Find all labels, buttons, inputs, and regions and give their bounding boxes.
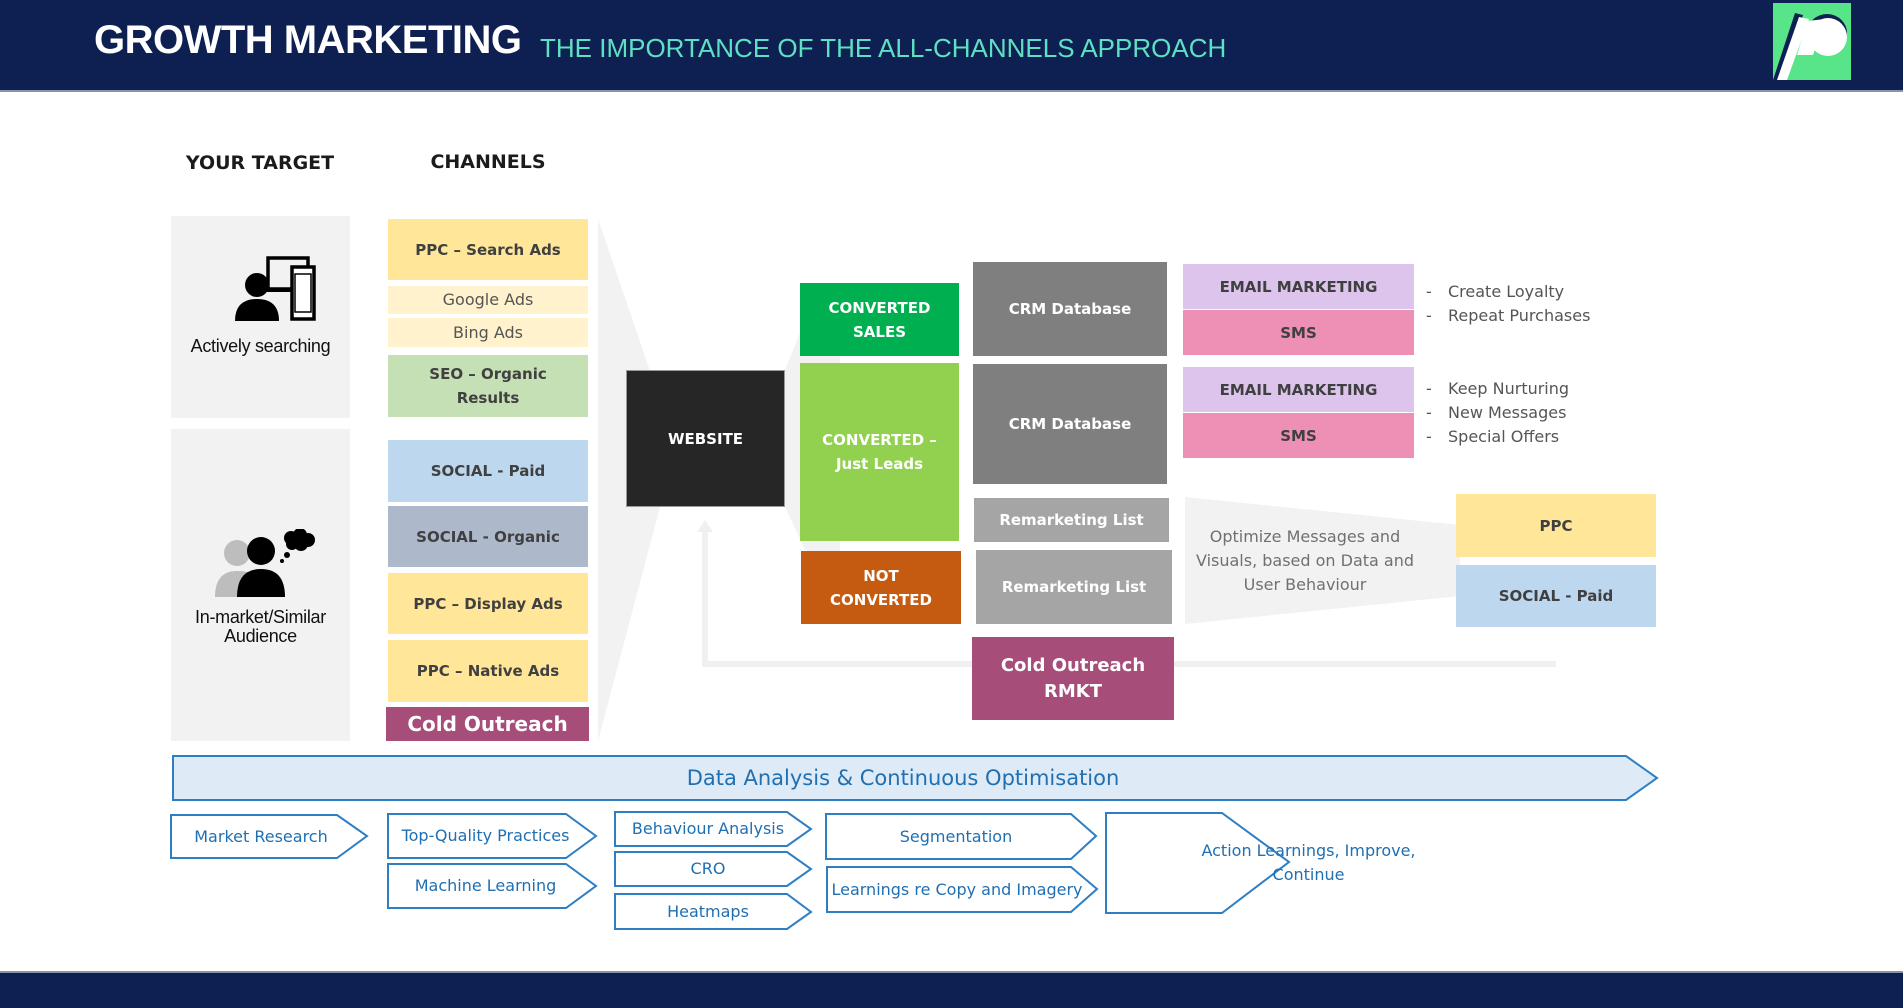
channels-heading: CHANNELS [430,151,546,173]
step-action-label: Action Learnings, Improve, Continue [1201,841,1416,884]
retarget-ppc: PPC [1456,494,1656,557]
step-label: CRO [690,859,726,878]
feedback-arrowhead [697,520,713,532]
retarget-label: PPC [1539,516,1573,535]
channel-label: PPC – Search Ads [415,240,561,259]
step-top-quality [387,813,598,859]
step-behaviour-analysis [614,811,813,847]
nurture-bullets-1: -Create Loyalty -Repeat Purchases [1426,280,1590,328]
list-label: CRM Database [1008,300,1132,318]
channel-bing-ads: Bing Ads [388,318,588,347]
remarketing-list-2: Remarketing List [976,550,1172,624]
outcome-label-line2: SALES [852,322,907,341]
channel-social-organic: SOCIAL - Organic [388,506,588,567]
channel-ppc-native-ads: PPC – Native Ads [388,640,588,702]
sms-2: SMS [1183,413,1414,458]
channel-label-line2: Results [456,389,520,407]
nurture-bullets-2: -Keep Nurturing -New Messages -Special O… [1426,377,1569,449]
step-label: Behaviour Analysis [631,819,785,838]
list-label-line1: Cold Outreach [1000,654,1146,676]
channel-google-ads: Google Ads [388,286,588,314]
step-segmentation [825,813,1098,860]
nurture-label: EMAIL MARKETING [1219,380,1378,399]
sms-1: SMS [1183,310,1414,355]
channel-seo-organic: SEO – Organic Results [388,355,588,417]
crm-database-2: CRM Database [973,364,1167,484]
list-label: Remarketing List [1001,578,1147,596]
step-market-research [170,814,369,859]
header-bar [0,0,1903,92]
outcome-label-line2: Just Leads [835,455,924,473]
optimisation-banner [172,755,1659,801]
p-logo-icon [1773,3,1851,80]
list-label-line2: RMKT [1044,680,1102,702]
target-label: Actively searching [190,336,331,356]
channel-social-paid: SOCIAL - Paid [388,440,588,502]
email-marketing-2: EMAIL MARKETING [1183,367,1414,412]
bullet-item: -Keep Nurturing [1426,379,1570,398]
your-target-heading: YOUR TARGET [185,152,335,174]
remarketing-list-1: Remarketing List [974,498,1169,542]
channel-label: Google Ads [442,290,534,309]
outcome-label-line1: NOT [863,566,899,585]
list-label: CRM Database [1008,415,1132,433]
retarget-label: SOCIAL - Paid [1498,587,1614,605]
channel-label: PPC – Native Ads [416,662,560,680]
channel-cold-outreach: Cold Outreach [386,707,589,741]
channel-label: SOCIAL - Paid [430,462,546,480]
retarget-funnel [1185,497,1460,624]
step-label: Learnings re Copy and Imagery [831,879,1083,899]
step-machine-learning [387,863,598,909]
channel-label-line1: SEO – Organic [429,365,547,383]
crm-database-1: CRM Database [973,262,1167,356]
outcome-not-converted: NOT CONVERTED [801,551,961,624]
channel-label: Bing Ads [453,322,523,342]
step-label: Machine Learning [414,876,557,895]
bullet-item: -New Messages [1426,403,1567,422]
bullet-item: -Create Loyalty [1426,282,1565,301]
bullet-item: -Special Offers [1426,427,1560,446]
list-label: Remarketing List [999,511,1144,529]
retarget-social-paid: SOCIAL - Paid [1456,565,1656,627]
step-label: Heatmaps [667,901,749,921]
feedback-loop-line [702,530,1556,667]
page-title: GROWTH MARKETING [94,18,522,62]
page-subtitle: THE IMPORTANCE OF THE ALL-CHANNELS APPRO… [540,33,1227,63]
website-box: WEBSITE [626,370,785,507]
retarget-description: Optimize Messages and Visuals, based on … [1195,527,1415,594]
step-heatmaps [614,893,813,930]
channel-label: SOCIAL - Organic [416,527,560,546]
step-label: Top-Quality Practices [401,826,570,845]
nurture-label: SMS [1280,426,1317,445]
outcome-label-line1: CONVERTED – [822,431,937,449]
step-learnings-copy [826,866,1099,913]
target-in-market-audience: In-market/Similar Audience [171,429,350,741]
email-marketing-1: EMAIL MARKETING [1183,264,1414,309]
channel-label: PPC – Display Ads [413,594,563,613]
audience-thinking-icon [215,529,315,597]
nurture-label: EMAIL MARKETING [1219,277,1378,296]
outcome-converted-sales: CONVERTED SALES [800,283,959,356]
target-label-line2: Audience [224,626,297,646]
step-action-learnings [1105,812,1291,914]
channel-label: Cold Outreach [407,712,568,736]
step-label: Segmentation [899,826,1013,846]
person-devices-icon [235,256,316,321]
nurture-label: SMS [1280,323,1317,342]
outcome-label-line2: CONVERTED [830,590,932,609]
outcome-label-line1: CONVERTED [828,298,931,317]
target-actively-searching: Actively searching [171,216,350,418]
website-label: WEBSITE [667,429,744,448]
optimisation-banner-label: Data Analysis & Continuous Optimisation [686,766,1120,790]
channel-ppc-search-ads: PPC – Search Ads [388,219,588,280]
target-label-line1: In-market/Similar [195,607,326,627]
bullet-item: -Repeat Purchases [1426,306,1591,325]
cold-outreach-rmkt: Cold Outreach RMKT [972,637,1174,720]
step-label: Market Research [194,826,328,846]
outcome-converted-leads: CONVERTED – Just Leads [800,363,959,541]
channel-ppc-display-ads: PPC – Display Ads [388,573,588,634]
footer-bar [0,971,1903,1008]
step-cro [614,851,813,887]
